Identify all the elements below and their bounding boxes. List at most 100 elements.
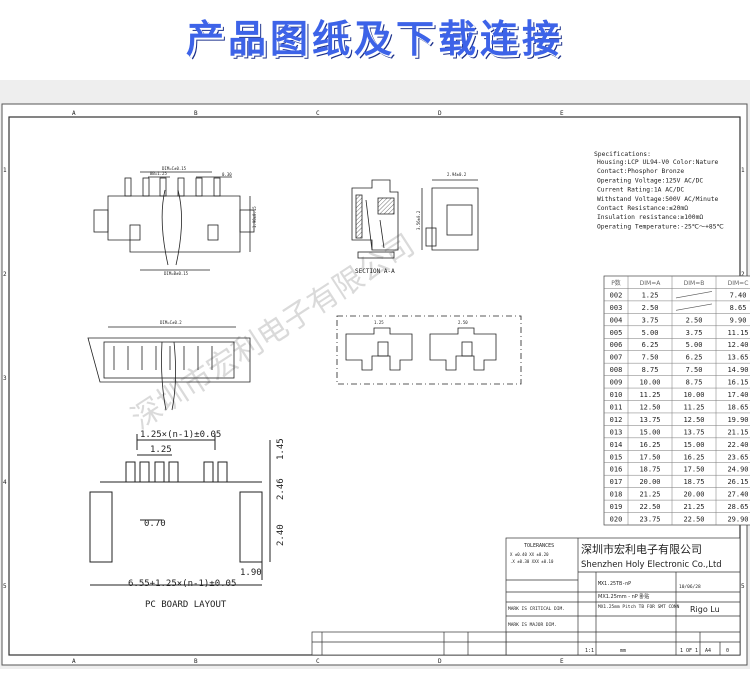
table-cell: 2.50 bbox=[686, 316, 703, 324]
section-view bbox=[351, 179, 399, 259]
sheet: 1 OF 1 bbox=[680, 648, 698, 654]
table-cell: 5.00 bbox=[686, 341, 703, 349]
table-cell: 16.25 bbox=[639, 441, 660, 449]
pcb-label: PC BOARD LAYOUT bbox=[145, 600, 227, 610]
table-cell: 26.15 bbox=[727, 478, 748, 486]
table-cell: 006 bbox=[610, 341, 623, 349]
table-cell: 17.50 bbox=[639, 453, 660, 461]
table-cell: 17.50 bbox=[683, 466, 704, 474]
table-cell: 013 bbox=[610, 428, 623, 436]
spec-line: Contact:Phosphor Bronze bbox=[597, 168, 684, 175]
designer: Rigo Lu bbox=[690, 605, 720, 614]
tolerance-heading: TOLERANCES bbox=[524, 543, 554, 549]
mark-major: MARK IS MAJOR DIM. bbox=[508, 622, 557, 628]
svg-text:BB=1.25: BB=1.25 bbox=[150, 171, 167, 176]
table-cell: 13.75 bbox=[683, 428, 704, 436]
table-cell: 21.25 bbox=[639, 491, 660, 499]
table-cell: 011 bbox=[610, 403, 623, 411]
grid-col-label: E bbox=[560, 658, 564, 665]
grid-col-label: C bbox=[316, 658, 320, 665]
table-cell: 009 bbox=[610, 379, 623, 387]
grid-row-label: 2 bbox=[741, 271, 745, 278]
table-header-cell: DIM=A bbox=[640, 280, 662, 287]
table-cell: 010 bbox=[610, 391, 623, 399]
dim-pitch: 1.25 bbox=[150, 445, 172, 455]
svg-text:DIM=C±0.15: DIM=C±0.15 bbox=[162, 166, 187, 171]
table-cell: 008 bbox=[610, 366, 623, 374]
table-cell: 12.40 bbox=[727, 341, 748, 349]
table-cell: 3.75 bbox=[642, 316, 659, 324]
table-header-cell: DIM=B bbox=[684, 280, 705, 287]
front-dim: DIM=C±0.2 bbox=[160, 320, 182, 325]
table-cell: 16.25 bbox=[683, 453, 704, 461]
empty-cell-slash bbox=[675, 291, 713, 299]
table-cell: 004 bbox=[610, 316, 623, 324]
grid-row-label: 5 bbox=[3, 583, 7, 590]
table-cell: 11.25 bbox=[683, 403, 704, 411]
dim-pad-width: 0.70 bbox=[144, 519, 166, 529]
side-dim-top: 2.94±0.2 bbox=[447, 172, 467, 177]
table-cell: 12.50 bbox=[639, 403, 660, 411]
table-cell: 9.90 bbox=[730, 316, 747, 324]
spec-line: Contact Resistance:≤20mΩ bbox=[597, 205, 688, 212]
spec-line: Operating Temperature:-25℃～+85℃ bbox=[597, 223, 724, 230]
company-en: Shenzhen Holy Electronic Co.,Ltd bbox=[581, 560, 722, 570]
grid-row-label: 1 bbox=[3, 167, 7, 174]
dim-190: 1.90 bbox=[240, 568, 262, 578]
table-cell: 23.75 bbox=[639, 516, 660, 524]
grid-col-label: B bbox=[194, 110, 198, 117]
units: mm bbox=[620, 648, 626, 654]
grid-col-label: B bbox=[194, 658, 198, 665]
dim-246: 2.46 bbox=[276, 478, 286, 500]
table-cell: 2.50 bbox=[642, 304, 659, 312]
date: 10/06/28 bbox=[679, 584, 701, 590]
table-cell: 27.40 bbox=[727, 491, 748, 499]
spec-line: Withstand Voltage:500V AC/Minute bbox=[597, 196, 719, 203]
table-cell: 15.00 bbox=[639, 428, 660, 436]
dim-pitch-total: 1.25×(n-1)±0.05 bbox=[140, 430, 221, 440]
table-cell: 002 bbox=[610, 291, 623, 299]
side-view bbox=[421, 179, 479, 251]
specifications: Specifications: Housing:LCP UL94-V0 Colo… bbox=[594, 151, 724, 230]
table-cell: 13.75 bbox=[639, 416, 660, 424]
scale: 1:1 bbox=[585, 648, 594, 654]
table-cell: 12.50 bbox=[683, 416, 704, 424]
grid-row-label: 3 bbox=[3, 375, 7, 382]
pcb-layout bbox=[89, 434, 271, 586]
table-cell: 10.00 bbox=[683, 391, 704, 399]
table-cell: 8.75 bbox=[642, 366, 659, 374]
mark-critical: MARK IS CRITICAL DIM. bbox=[508, 606, 565, 612]
dim-overall: 6.55+1.25×(n-1)±0.05 bbox=[128, 579, 236, 589]
size: A4 bbox=[705, 648, 711, 654]
top-view bbox=[93, 171, 255, 271]
title-cn: MX1.25mm - nP 卧贴 bbox=[598, 593, 649, 600]
table-cell: 18.75 bbox=[639, 466, 660, 474]
table-cell: 20.00 bbox=[683, 491, 704, 499]
drawing-sheet: AABBCCDDEE1122334455 深圳市宏利电子有限公司 DIM=C±0… bbox=[0, 80, 750, 669]
dim-145: 1.45 bbox=[276, 438, 286, 460]
table-cell: 018 bbox=[610, 491, 623, 499]
table-cell: 18.65 bbox=[727, 403, 748, 411]
table-cell: 7.40 bbox=[730, 291, 747, 299]
grid-col-label: C bbox=[316, 110, 320, 117]
grid-col-label: A bbox=[72, 658, 76, 665]
table-header-cell: DIM=C bbox=[728, 280, 749, 287]
table-cell: 19.90 bbox=[727, 416, 748, 424]
grid-row-label: 4 bbox=[3, 479, 7, 486]
table-cell: 24.90 bbox=[727, 466, 748, 474]
top-view-dims: DIM=C±0.15 BB=1.25 0.30 DIM=B±0.15 1.90±… bbox=[150, 166, 257, 276]
technical-drawing: AABBCCDDEE1122334455 深圳市宏利电子有限公司 DIM=C±0… bbox=[1, 103, 750, 666]
table-cell: 003 bbox=[610, 304, 623, 312]
table-cell: 13.65 bbox=[727, 354, 748, 362]
spec-heading: Specifications: bbox=[594, 151, 651, 158]
table-cell: 10.00 bbox=[639, 379, 660, 387]
grid-labels: AABBCCDDEE1122334455 bbox=[3, 110, 745, 665]
table-cell: 015 bbox=[610, 453, 623, 461]
table-cell: 20.00 bbox=[639, 478, 660, 486]
table-cell: 7.50 bbox=[686, 366, 703, 374]
table-cell: 11.25 bbox=[639, 391, 660, 399]
grid-col-label: D bbox=[438, 110, 442, 117]
table-cell: 22.40 bbox=[727, 441, 748, 449]
table-cell: 21.25 bbox=[683, 503, 704, 511]
grid-row-label: 5 bbox=[741, 583, 745, 590]
